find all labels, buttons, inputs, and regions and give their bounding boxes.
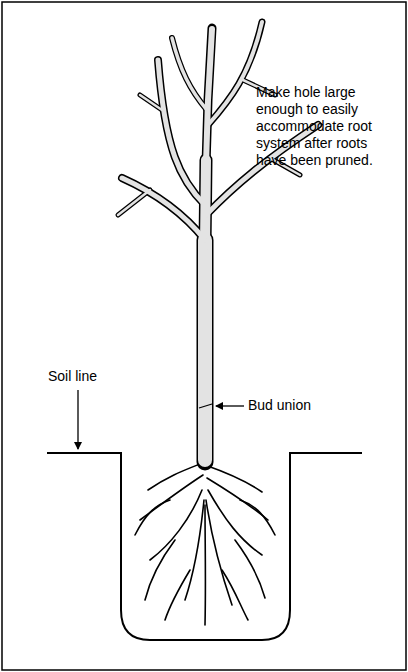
- soil-line-label: Soil line: [48, 368, 138, 385]
- root-system: [135, 462, 275, 625]
- planting-note: Make hole large enough to easily accommo…: [256, 84, 396, 169]
- bud-union-mark: [199, 404, 212, 408]
- bud-union-leader: [216, 405, 244, 406]
- planting-hole: [47, 453, 362, 640]
- bud-union-label: Bud union: [248, 397, 348, 414]
- soil-line-leader: [77, 390, 78, 449]
